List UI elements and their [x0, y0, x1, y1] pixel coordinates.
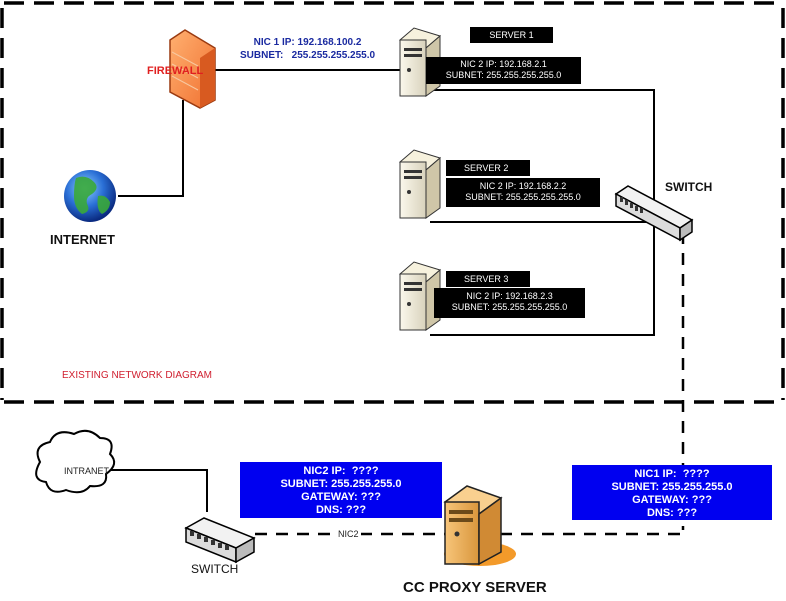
switch-top-icon [614, 185, 694, 242]
nic2-gateway: GATEWAY: ??? [301, 491, 381, 503]
link-intranet-switch [105, 469, 208, 512]
server-3-nic-subnet: SUBNET: 255.255.255.255.0 [451, 302, 568, 312]
nic1-gateway: GATEWAY: ??? [632, 494, 712, 506]
firewall-icon [169, 29, 216, 109]
firewall-nic-subnet: SUBNET: 255.255.255.255.0 [240, 50, 376, 61]
server-1-nic-subnet: SUBNET: 255.255.255.255.0 [445, 70, 562, 80]
globe-icon [64, 170, 116, 222]
switch-top-label: SWITCH [665, 180, 713, 194]
nic2-info-box: NIC2 IP: ???? SUBNET: 255.255.255.0 GATE… [240, 462, 442, 518]
switch-bottom-label: SWITCH [191, 562, 239, 576]
existing-network-boundary [0, 1, 785, 404]
server-2-nic-subnet: SUBNET: 255.255.255.255.0 [465, 192, 581, 202]
nic2-dns: DNS: ??? [315, 504, 367, 516]
server-2-name: SERVER 2 [464, 163, 509, 173]
nic1-dns: DNS: ??? [646, 507, 698, 519]
dashed-links [255, 232, 685, 536]
server-2-name-box: SERVER 2 [446, 160, 530, 176]
firewall-label: FIREWALL [147, 65, 204, 77]
cloud-icon [35, 429, 116, 494]
nic2-link-label: NIC2 [336, 529, 361, 539]
nic2-ip: NIC2 IP: ???? [303, 465, 379, 477]
server-1-name: SERVER 1 [489, 30, 534, 40]
firewall-nic-ip: NIC 1 IP: 192.168.100.2 [253, 37, 362, 48]
server-1-nic-ip: NIC 2 IP: 192.168.2.1 [460, 59, 547, 69]
nic1-ip: NIC1 IP: ???? [634, 468, 710, 480]
server-3-icon [398, 261, 442, 331]
nic1-subnet: SUBNET: 255.255.255.0 [611, 481, 733, 493]
intranet-label: INTRANET [64, 466, 109, 476]
server-1-name-box: SERVER 1 [470, 27, 553, 43]
server-3-name: SERVER 3 [464, 274, 509, 284]
proxy-server-icon [443, 485, 516, 566]
link-internet-firewall [118, 100, 184, 197]
server-1-nic-box: NIC 2 IP: 192.168.2.1 SUBNET: 255.255.25… [426, 57, 581, 84]
server-2-icon [398, 149, 442, 219]
server-2-nic-ip: NIC 2 IP: 192.168.2.2 [479, 181, 567, 191]
internet-label: INTERNET [50, 232, 115, 247]
server-3-name-box: SERVER 3 [446, 271, 530, 287]
server-3-nic-ip: NIC 2 IP: 192.168.2.3 [466, 291, 553, 301]
nic2-subnet: SUBNET: 255.255.255.0 [280, 478, 402, 490]
region-label: EXISTING NETWORK DIAGRAM [62, 370, 213, 381]
server-2-nic-box: NIC 2 IP: 192.168.2.2 SUBNET: 255.255.25… [446, 178, 600, 207]
firewall-nic-info: NIC 1 IP: 192.168.100.2 SUBNET: 255.255.… [240, 36, 375, 62]
server-3-nic-box: NIC 2 IP: 192.168.2.3 SUBNET: 255.255.25… [434, 288, 585, 318]
switch-bottom-icon [184, 517, 256, 564]
nic1-info-box: NIC1 IP: ???? SUBNET: 255.255.255.0 GATE… [572, 465, 772, 520]
proxy-label: CC PROXY SERVER [403, 579, 547, 596]
